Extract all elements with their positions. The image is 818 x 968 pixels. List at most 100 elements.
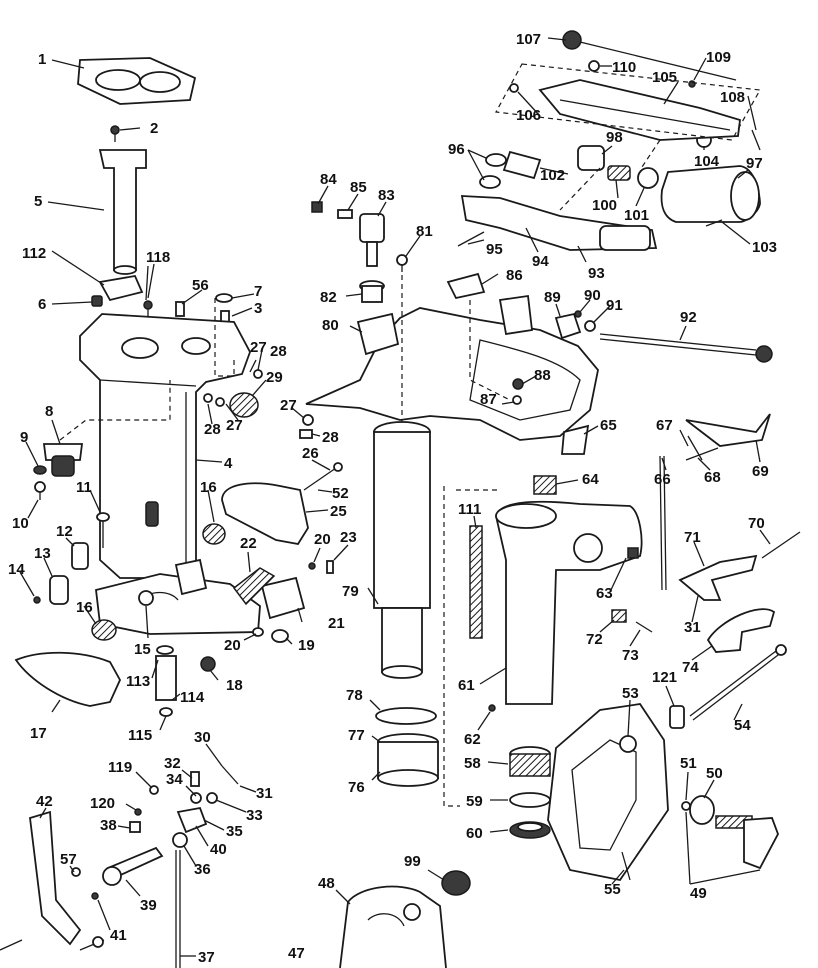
callout-18: 18 [226,677,243,694]
callout-35: 35 [226,823,243,840]
part-nut-99 [441,870,471,896]
callout-67: 67 [656,417,673,434]
callout-96: 96 [448,141,465,158]
part-98-100-101 [577,145,659,189]
callout-9: 9 [20,429,28,446]
part-washers-96 [479,153,507,189]
part-screw-55 [621,851,631,881]
callout-80: 80 [322,317,339,334]
callout-38: 38 [100,817,117,834]
callout-32: 32 [164,755,181,772]
dashed-bracket-105 [495,63,761,141]
part-throttle-cover-105 [538,79,741,141]
callout-28c: 28 [322,429,339,446]
part-87-88 [512,378,524,405]
part-shift-rod-37 [175,850,181,968]
callout-57: 57 [60,851,77,868]
callout-36: 36 [194,861,211,878]
callout-120: 120 [90,795,115,812]
part-spring-111 [469,525,483,639]
callout-99: 99 [404,853,421,870]
part-86 [446,272,486,300]
callout-104: 104 [694,153,720,170]
callout-6: 6 [38,296,46,313]
callout-63: 63 [596,585,613,602]
callout-71: 71 [684,529,701,546]
callout-98: 98 [606,129,623,146]
part-exhaust-housing-4 [79,313,261,635]
callout-13: 13 [34,545,51,562]
part-cam-71 [678,554,758,601]
callout-107: 107 [516,31,541,48]
callout-59: 59 [466,793,483,810]
callout-16b: 16 [200,479,217,496]
callout-2: 2 [150,120,158,137]
part-link-rod-66 [659,455,667,591]
part-121 [669,705,685,729]
callout-7: 7 [254,283,262,300]
part-clamp-49-51 [681,795,779,870]
callout-34: 34 [166,771,183,788]
part-gasket-112 [98,274,144,302]
part-screw-62 [488,704,496,712]
part-screws-26-52 [303,462,343,491]
callout-30: 30 [194,729,211,746]
callout-28b: 28 [204,421,221,438]
callout-114: 114 [180,689,205,706]
part-swivel-bracket-80 [305,294,599,441]
callout-79: 79 [342,583,359,600]
part-screw-3-7 [215,293,233,326]
part-89-90-91 [554,310,596,340]
callout-39: 39 [140,897,157,914]
callout-42: 42 [36,793,53,810]
callout-10: 10 [12,515,29,532]
callout-8: 8 [45,403,53,420]
callout-20b: 20 [314,531,331,548]
callout-65: 65 [600,417,617,434]
callout-28a: 28 [270,343,287,360]
callout-19: 19 [298,637,315,654]
callout-81: 81 [416,223,433,240]
callout-73: 73 [622,647,639,664]
callout-109: 109 [706,49,731,66]
callout-29: 29 [266,369,283,386]
callout-78: 78 [346,687,363,704]
part-screw-2 [110,125,120,142]
part-tiller-94 [460,195,658,251]
part-screw-14 [33,596,41,604]
leader-lines [19,37,771,957]
part-bracket-74 [706,608,776,653]
callout-48: 48 [318,875,335,892]
part-67-68-69 [685,413,771,461]
part-screws-bottom-left [0,936,105,951]
part-bracket-48 [339,885,447,968]
part-113-114-115 [155,645,177,717]
callout-31a: 31 [256,785,273,802]
callout-23: 23 [340,529,357,546]
part-steering-tube-61 [495,500,643,705]
callout-51: 51 [680,755,697,772]
callout-100: 100 [592,197,617,214]
callout-90: 90 [584,287,601,304]
callout-76: 76 [348,779,365,796]
part-plug-18 [200,656,216,672]
callout-49: 49 [690,885,707,902]
part-tube-79 [373,421,431,679]
part-water-pump-25 [221,482,309,545]
part-screw-41 [91,892,99,900]
callout-82: 82 [320,289,337,306]
callout-56: 56 [192,277,209,294]
callout-11: 11 [76,479,92,496]
part-gasket-1 [77,57,197,105]
part-rod-92 [599,333,773,363]
part-82-83 [359,213,385,303]
part-screw-56 [175,301,185,317]
callout-86: 86 [506,267,523,284]
callout-41: 41 [110,927,127,944]
callout-68: 68 [704,469,721,486]
part-oring-78 [375,707,437,725]
callout-61: 61 [458,677,475,694]
callout-77: 77 [348,727,365,744]
callout-102: 102 [540,167,565,184]
callout-27a: 27 [250,339,267,356]
